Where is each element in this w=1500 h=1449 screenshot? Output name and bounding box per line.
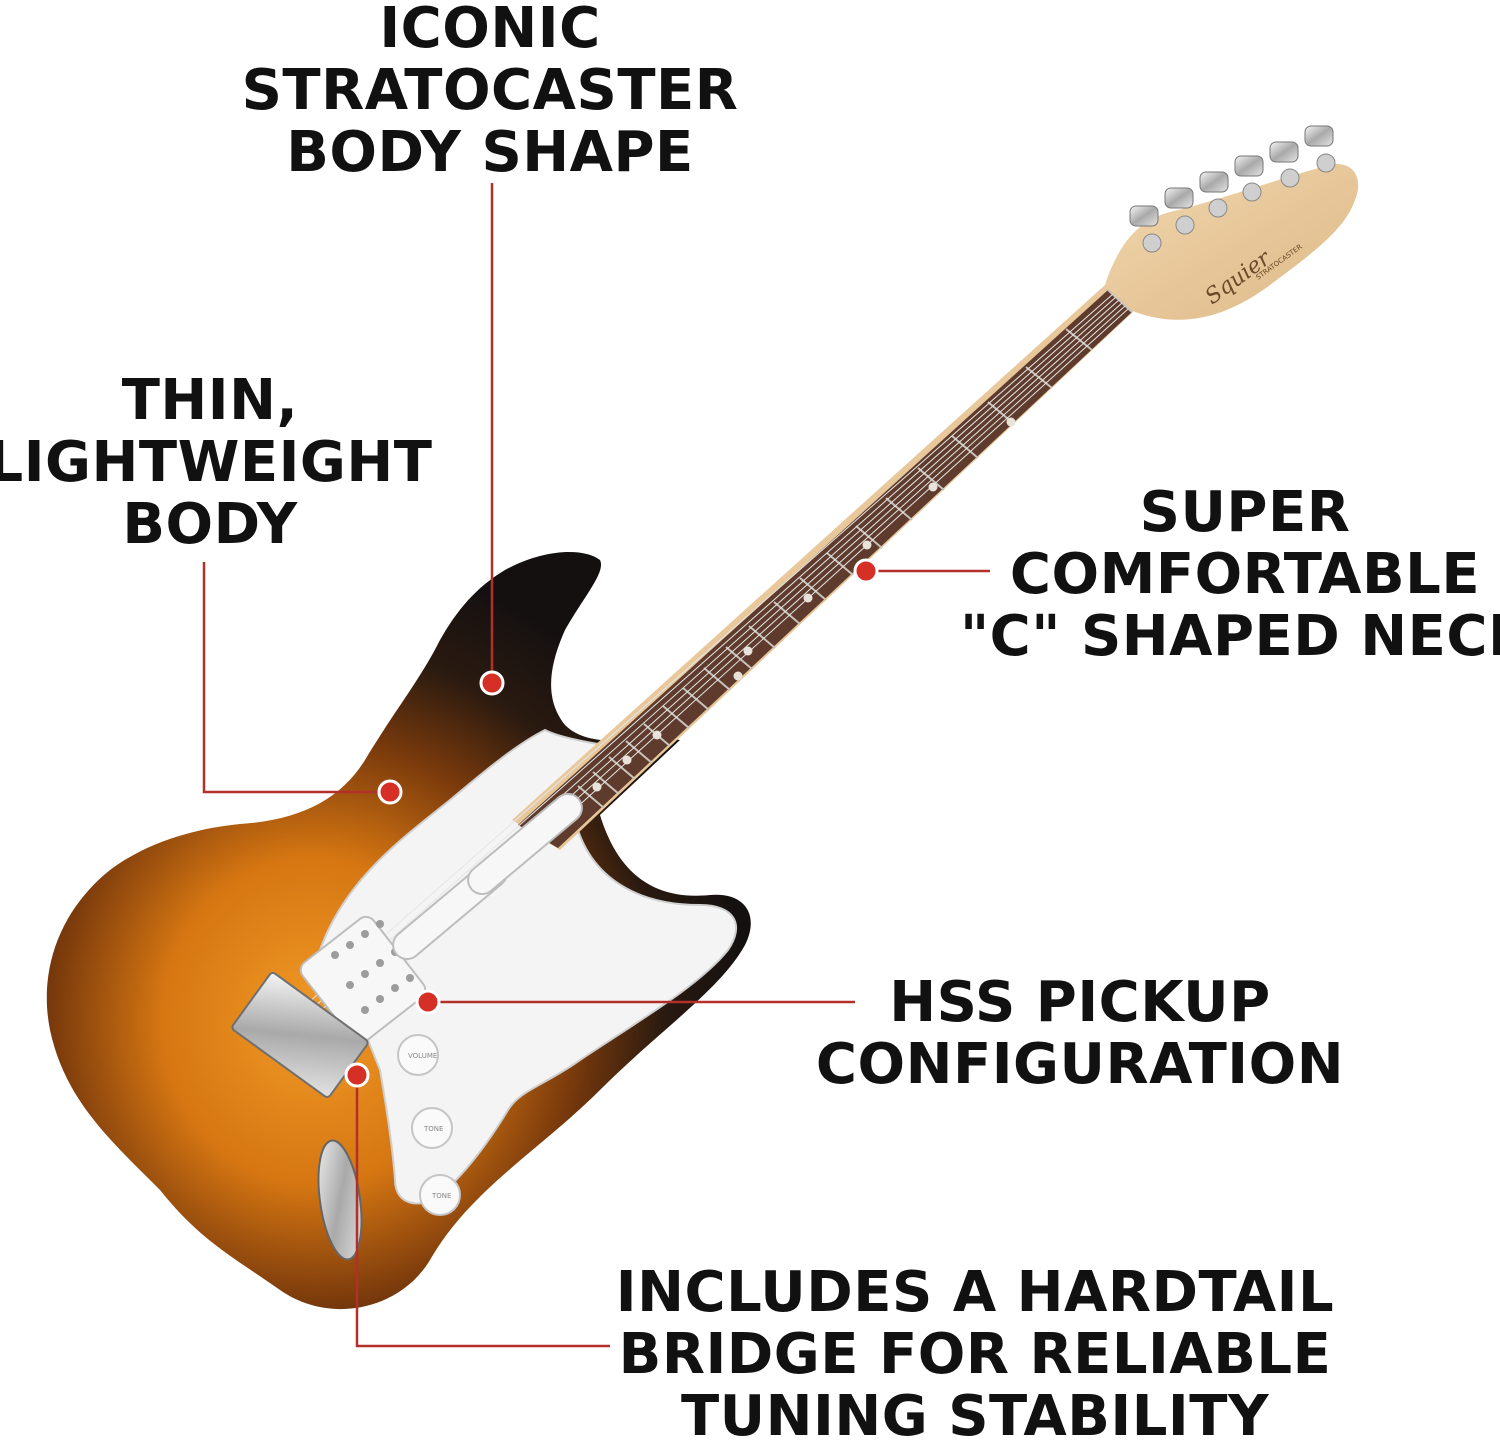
callout-thin-body: THIN, LIGHTWEIGHT BODY bbox=[0, 370, 440, 556]
callout-pickups: HSS PICKUP CONFIGURATION bbox=[760, 972, 1400, 1096]
callout-body-shape-line-3: BODY SHAPE bbox=[286, 120, 694, 185]
callout-line-thin-body bbox=[202, 562, 390, 794]
callout-dot-neck bbox=[853, 558, 879, 584]
pickguard bbox=[316, 728, 738, 1205]
callout-bridge-line-2: BRIDGE FOR RELIABLE bbox=[618, 1322, 1332, 1387]
callout-neck-line-3: "C" SHAPED NECK bbox=[960, 604, 1500, 669]
callout-lines bbox=[202, 183, 990, 1348]
callout-thin-body-line-3: BODY bbox=[122, 492, 298, 557]
callout-pickups-line-1: HSS PICKUP bbox=[889, 970, 1271, 1035]
callout-line-bridge bbox=[355, 1075, 610, 1348]
callout-body-shape-line-2: STRATOCASTER bbox=[241, 58, 739, 123]
knob-label-volume: VOLUME bbox=[408, 1052, 437, 1060]
frets bbox=[577, 289, 1133, 809]
callout-neck-line-2: COMFORTABLE bbox=[1009, 542, 1481, 607]
callout-body-shape-line-1: ICONIC bbox=[379, 0, 601, 61]
callout-dot-thin-body bbox=[377, 779, 403, 805]
knob-label-tone-1: TONE bbox=[423, 1125, 443, 1133]
control-knobs bbox=[397, 1034, 461, 1216]
callout-body-shape: ICONIC STRATOCASTER BODY SHAPE bbox=[200, 0, 780, 184]
callout-thin-body-line-2: LIGHTWEIGHT bbox=[0, 430, 433, 495]
callout-bridge-line-1: INCLUDES A HARDTAIL bbox=[615, 1260, 1335, 1325]
knob-label-tone-2: TONE bbox=[431, 1192, 451, 1200]
callout-dot-body-shape bbox=[479, 670, 505, 696]
callout-neck: SUPER COMFORTABLE "C" SHAPED NECK bbox=[960, 482, 1500, 668]
callout-pickups-line-2: CONFIGURATION bbox=[815, 1032, 1345, 1097]
callout-thin-body-line-1: THIN, bbox=[121, 368, 299, 433]
tuners bbox=[1129, 125, 1336, 253]
callout-bridge-line-3: TUNING STABILITY bbox=[680, 1384, 1269, 1449]
single-coil-pickup-neck bbox=[467, 793, 583, 895]
output-jack bbox=[317, 1139, 363, 1261]
callout-neck-line-1: SUPER bbox=[1139, 480, 1351, 545]
callout-dot-pickups bbox=[415, 989, 441, 1015]
callout-bridge: INCLUDES A HARDTAIL BRIDGE FOR RELIABLE … bbox=[590, 1262, 1360, 1448]
callout-dot-bridge bbox=[344, 1062, 370, 1088]
callout-dots bbox=[344, 558, 879, 1088]
headstock bbox=[1105, 164, 1359, 320]
